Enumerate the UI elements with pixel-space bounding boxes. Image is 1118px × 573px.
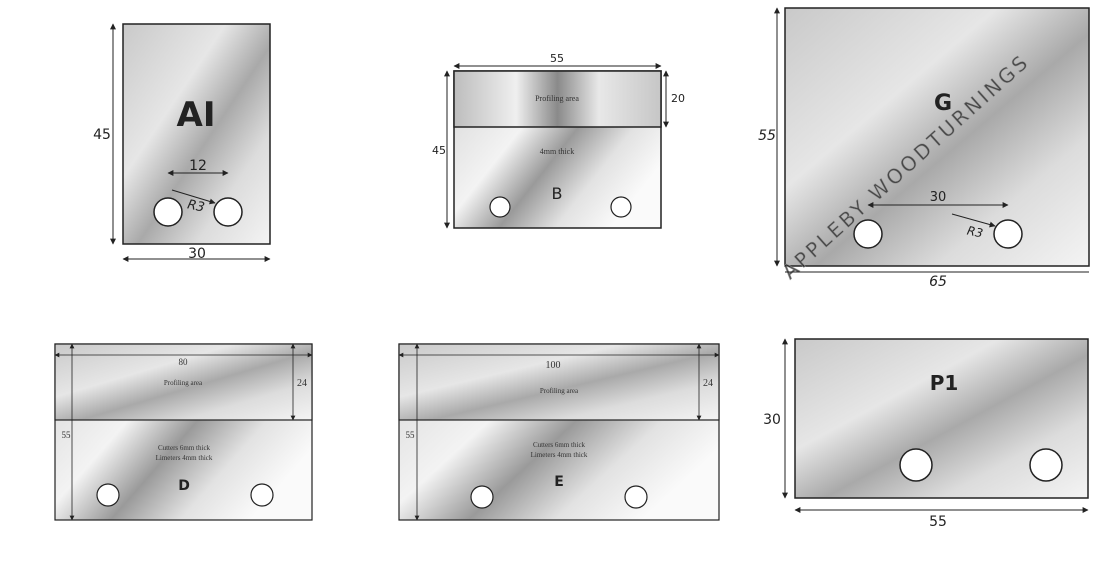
blade-p1-name: P1 — [930, 371, 959, 395]
blade-d-width-label: 80 — [179, 357, 189, 367]
blade-e-note-line1: Cutters 6mm thick — [533, 441, 586, 449]
blade-ai-radius-label: R3 — [186, 197, 206, 215]
blade-p1-hole-right — [1029, 448, 1063, 482]
blade-e: 100 Profiling area 24 55 Cutters 6mm thi… — [398, 343, 720, 521]
blade-p1-hole-left — [899, 448, 933, 482]
blade-ai-name: AI — [177, 95, 216, 135]
blade-g-radius-leader — [951, 213, 996, 228]
blade-b-name: B — [552, 184, 563, 203]
blade-b-hole-right — [610, 196, 632, 218]
blade-e-hole-right — [624, 485, 648, 509]
blade-b-width-label: 55 — [550, 52, 564, 65]
blade-b-height-label: 45 — [432, 144, 446, 157]
blade-d-hole-left — [96, 483, 120, 507]
blade-g-radius-label: R3 — [966, 223, 985, 240]
blade-p1: P1 30 55 — [763, 338, 1089, 530]
blade-d-name: D — [178, 478, 190, 494]
blade-g: APPLEBY WOODTURNINGS G 55 65 30 R3 — [758, 7, 1090, 290]
blade-b-profiling-area — [453, 70, 662, 128]
blade-e-profiling-label: Profiling area — [540, 387, 579, 395]
blade-g-hole-right — [993, 219, 1023, 249]
blade-ai-height-label: 45 — [93, 127, 111, 143]
blade-d-height-label: 55 — [62, 430, 72, 440]
blade-e-width-label: 100 — [546, 360, 561, 371]
blade-ai-radius-leader — [171, 189, 216, 205]
blade-ai: AI 45 30 12 R3 — [93, 23, 271, 262]
blade-b-profiling-label: Profiling area — [535, 94, 579, 103]
blade-ai-hole-spacing-label: 12 — [189, 158, 207, 174]
blade-ai-body — [122, 23, 271, 245]
blade-g-name: G — [934, 91, 952, 116]
blade-g-height-label: 55 — [758, 128, 776, 144]
blade-e-profiling-height-label: 24 — [703, 378, 713, 389]
blade-d-profiling-height-label: 24 — [297, 378, 307, 389]
blade-d: 80 Profiling area 24 55 Cutters 6mm thic… — [54, 343, 313, 521]
blade-d-note-line1: Cutters 6mm thick — [158, 444, 211, 452]
blade-g-width-label: 65 — [929, 274, 947, 290]
blade-d-note-line2: Limeters 4mm thick — [156, 454, 213, 462]
blade-d-hole-right — [250, 483, 274, 507]
blade-g-body — [784, 7, 1090, 267]
blade-b: Profiling area 4mm thick B 55 45 20 — [432, 52, 685, 229]
blade-b-thickness-note: 4mm thick — [540, 147, 574, 156]
blade-p1-height-label: 30 — [763, 412, 781, 428]
blade-b-hole-left — [489, 196, 511, 218]
blade-ai-hole-right — [213, 197, 243, 227]
blade-g-hole-left — [853, 219, 883, 249]
blade-p1-width-label: 55 — [929, 514, 947, 530]
blade-b-profiling-height-label: 20 — [671, 92, 685, 105]
blade-ai-width-label: 30 — [188, 246, 206, 262]
blade-e-note-line2: Limeters 4mm thick — [531, 451, 588, 459]
blade-d-profiling-label: Profiling area — [164, 379, 203, 387]
blade-e-height-label: 55 — [406, 430, 416, 440]
blade-e-name: E — [554, 474, 564, 490]
blade-g-hole-spacing-label: 30 — [930, 190, 947, 205]
blade-e-hole-left — [470, 485, 494, 509]
blade-ai-hole-left — [153, 197, 183, 227]
